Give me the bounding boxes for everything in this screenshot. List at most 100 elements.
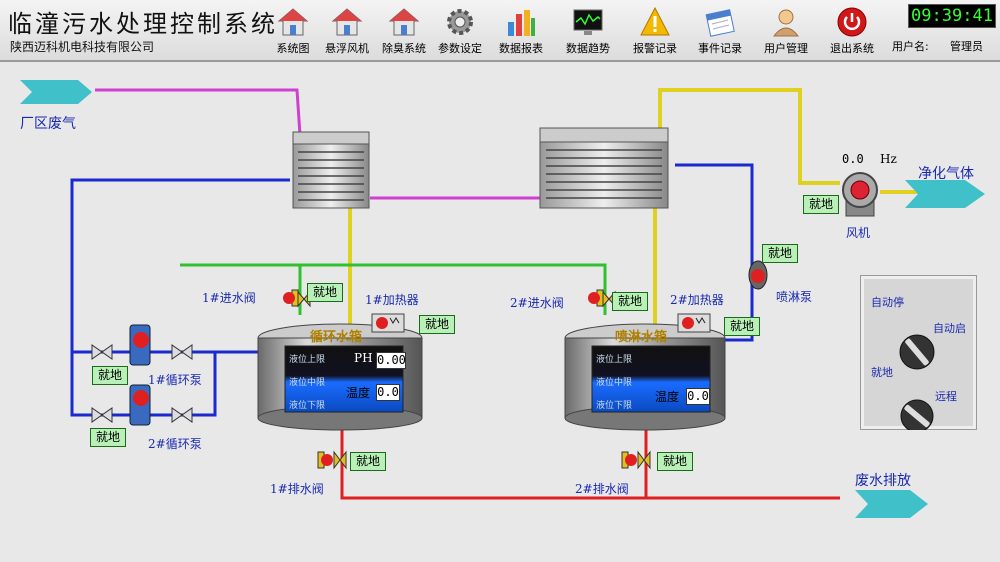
nav-label: 事件记录 — [698, 42, 742, 55]
pump-1-label: 1#循环泵 — [148, 373, 202, 387]
local-remote-knob[interactable] — [897, 398, 937, 430]
nav-label: 参数设定 — [438, 42, 482, 55]
pump-2-local-button[interactable]: 就地 — [90, 428, 126, 447]
nav-alarm-records[interactable]: 报警记录 — [620, 6, 690, 56]
tank1-temp-value: 0.0 — [376, 384, 400, 401]
spray-tank — [564, 323, 726, 431]
tank1-ph-value: 0.00 — [376, 352, 406, 369]
system-title: 临潼污水处理控制系统 — [8, 10, 278, 38]
tank2-level-mid: 液位中限 — [596, 378, 633, 388]
warning-icon — [640, 6, 670, 36]
company-name: 陕西迈科机电科技有限公司 — [10, 40, 155, 54]
inlet-valve-1-icon — [283, 289, 311, 308]
tank2-level-high: 液位上限 — [596, 355, 633, 365]
nav-label: 退出系统 — [830, 42, 874, 55]
nav-data-report[interactable]: 数据报表 — [486, 6, 556, 56]
drain-valve-2-local-button[interactable]: 就地 — [657, 452, 693, 471]
circulation-pump-1-icon — [129, 324, 151, 366]
drain-valve-2-icon — [621, 450, 651, 470]
tank2-temp-value: 0.0 — [686, 388, 710, 405]
hand-valve-icon — [91, 344, 193, 423]
house-icon — [388, 8, 420, 36]
tank1-temp-label: 温度 — [346, 386, 371, 400]
local-mode-label: 就地 — [871, 366, 893, 379]
spray-pump-icon — [748, 260, 768, 290]
nav-label: 数据趋势 — [566, 42, 610, 55]
power-icon — [837, 7, 867, 37]
pump-1-local-button[interactable]: 就地 — [92, 366, 128, 385]
house-icon — [277, 8, 309, 36]
tank2-level-low: 液位下限 — [596, 401, 633, 411]
tank1-level-low: 液位下限 — [289, 401, 326, 411]
nav-user-management[interactable]: 用户管理 — [751, 6, 821, 56]
gas-pipe-magenta — [95, 88, 540, 200]
fan-frequency-value: 0.0 — [842, 152, 864, 166]
circulation-pump-2-icon — [129, 384, 151, 426]
tank2-temp-label: 温度 — [655, 390, 680, 404]
fan-local-button[interactable]: 就地 — [803, 195, 839, 214]
drain-valve-1-icon — [317, 450, 347, 470]
heater-2-icon — [677, 313, 711, 333]
nav-suspension-fan[interactable]: 悬浮风机 — [312, 6, 382, 56]
house-icon — [331, 8, 363, 36]
heater-1-icon — [371, 313, 405, 333]
discharge-arrow — [855, 490, 928, 518]
user-icon — [772, 9, 800, 37]
inlet-valve-2-icon — [588, 289, 616, 308]
nav-label: 报警记录 — [633, 42, 677, 55]
nav-data-trend[interactable]: 数据趋势 — [553, 6, 623, 56]
inlet-valve-2-local-button[interactable]: 就地 — [612, 292, 648, 311]
heater-2-local-button[interactable]: 就地 — [724, 317, 760, 336]
inlet-valve-1-label: 1#进水阀 — [202, 291, 256, 305]
heater-1-label: 1#加热器 — [365, 293, 419, 307]
waste-discharge-label: 废水排放 — [855, 473, 911, 489]
pump-2-label: 2#循环泵 — [148, 437, 202, 451]
bar-chart-icon — [508, 10, 535, 36]
deodorization-tower-1 — [292, 131, 370, 209]
spray-pump-local-button[interactable]: 就地 — [762, 244, 798, 263]
nav-label: 用户管理 — [764, 42, 808, 55]
nav-label: 悬浮风机 — [325, 42, 369, 55]
mode-control-panel: 自动停 自动启 就地 远程 — [860, 275, 977, 430]
heater-2-label: 2#加热器 — [670, 293, 724, 307]
nav-event-records[interactable]: 事件记录 — [685, 6, 755, 56]
trend-monitor-icon — [573, 9, 603, 35]
auto-start-label: 自动启 — [933, 322, 966, 335]
user-name: 管理员 — [950, 40, 983, 53]
factory-gas-label: 厂区废气 — [20, 116, 76, 132]
tank1-level-high: 液位上限 — [289, 355, 326, 365]
heater-1-local-button[interactable]: 就地 — [419, 315, 455, 334]
clean-gas-label: 净化气体 — [918, 166, 974, 182]
nav-exit-system[interactable]: 退出系统 — [817, 6, 887, 56]
gear-icon — [447, 9, 473, 35]
user-label: 用户名: — [892, 40, 929, 53]
nav-label: 除臭系统 — [382, 42, 426, 55]
inlet-gas-arrow — [20, 80, 92, 104]
drain-valve-1-label: 1#排水阀 — [270, 482, 324, 496]
top-bar: 临潼污水处理控制系统 陕西迈科机电科技有限公司 系统图 悬浮风机 除臭系统 参数… — [0, 0, 1000, 62]
drain-valve-1-local-button[interactable]: 就地 — [350, 452, 386, 471]
nav-deodorization[interactable]: 除臭系统 — [369, 6, 439, 56]
clean-gas-arrow — [905, 180, 985, 208]
nav-parameter-settings[interactable]: 参数设定 — [425, 6, 495, 56]
nav-system-diagram[interactable]: 系统图 — [258, 6, 328, 56]
inlet-valve-1-local-button[interactable]: 就地 — [307, 283, 343, 302]
auto-mode-knob[interactable] — [897, 332, 937, 372]
tank1-ph-label: PH — [354, 351, 373, 365]
auto-stop-label: 自动停 — [871, 296, 904, 309]
calendar-icon — [705, 9, 735, 37]
pipe-yellow — [348, 88, 920, 335]
spray-tank-title: 喷淋水箱 — [615, 330, 668, 345]
fan-frequency-unit: Hz — [880, 152, 897, 166]
circulation-tank-title: 循环水箱 — [310, 330, 363, 345]
clock-display: 09:39:41 — [908, 4, 996, 28]
fan-label: 风机 — [846, 226, 871, 240]
spray-pump-label: 喷淋泵 — [776, 290, 813, 304]
inlet-valve-2-label: 2#进水阀 — [510, 296, 564, 310]
nav-label: 系统图 — [276, 42, 310, 55]
remote-mode-label: 远程 — [935, 390, 957, 403]
deodorization-tower-2 — [539, 127, 669, 209]
fan-icon — [842, 172, 878, 217]
nav-label: 数据报表 — [499, 42, 543, 55]
